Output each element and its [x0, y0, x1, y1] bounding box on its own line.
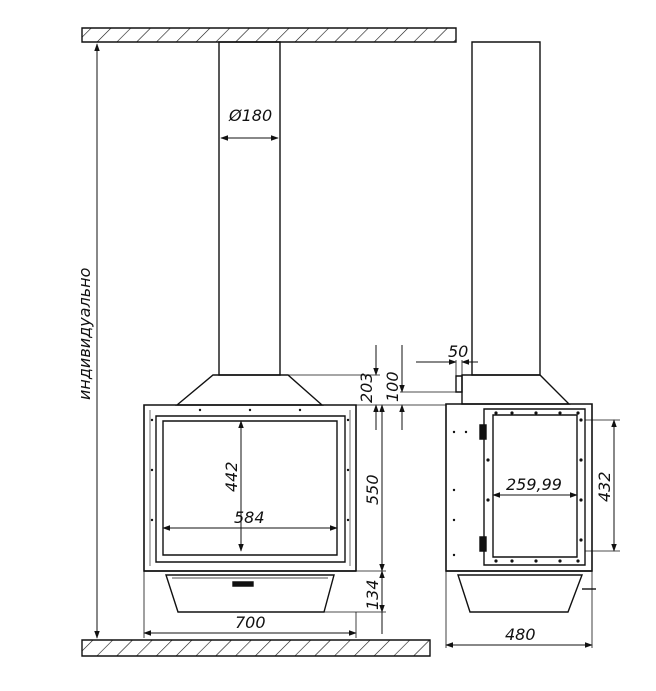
label-base-height: 134 [363, 579, 382, 610]
front-hood [177, 375, 322, 405]
label-total-width: 700 [235, 613, 266, 632]
label-height-note: индивидуально [75, 267, 94, 400]
front-base [166, 575, 334, 612]
ceiling-slab [82, 28, 456, 42]
side-hinge-bottom [480, 537, 486, 551]
side-flue-pipe [472, 42, 540, 375]
side-glass [493, 415, 577, 557]
label-glass-width: 584 [234, 508, 265, 527]
side-base [458, 575, 582, 612]
label-body-height: 550 [363, 474, 382, 505]
side-hood [462, 375, 569, 404]
label-flue-diameter: Ø180 [228, 106, 272, 125]
label-side-glass-height: 432 [595, 471, 614, 502]
front-ash-handle [233, 582, 253, 586]
front-glass-inner [163, 421, 337, 555]
side-view [446, 42, 596, 612]
label-glass-height: 442 [222, 461, 241, 492]
label-flue-setback: 50 [448, 342, 468, 361]
front-view [144, 42, 356, 612]
label-side-glass-width: 259,99 [506, 475, 562, 494]
side-door-bolts [150, 408, 583, 563]
front-flue-pipe [219, 42, 280, 375]
front-glass-outer [156, 416, 345, 562]
label-flue-offset-height: 100 [383, 371, 402, 402]
side-flue-collar [456, 376, 462, 392]
side-hinge-top [480, 425, 486, 439]
front-body [144, 405, 356, 571]
floor-slab [82, 640, 430, 656]
side-door-frame [484, 409, 585, 565]
label-hood-height: 203 [357, 372, 376, 403]
label-total-depth: 480 [505, 625, 536, 644]
